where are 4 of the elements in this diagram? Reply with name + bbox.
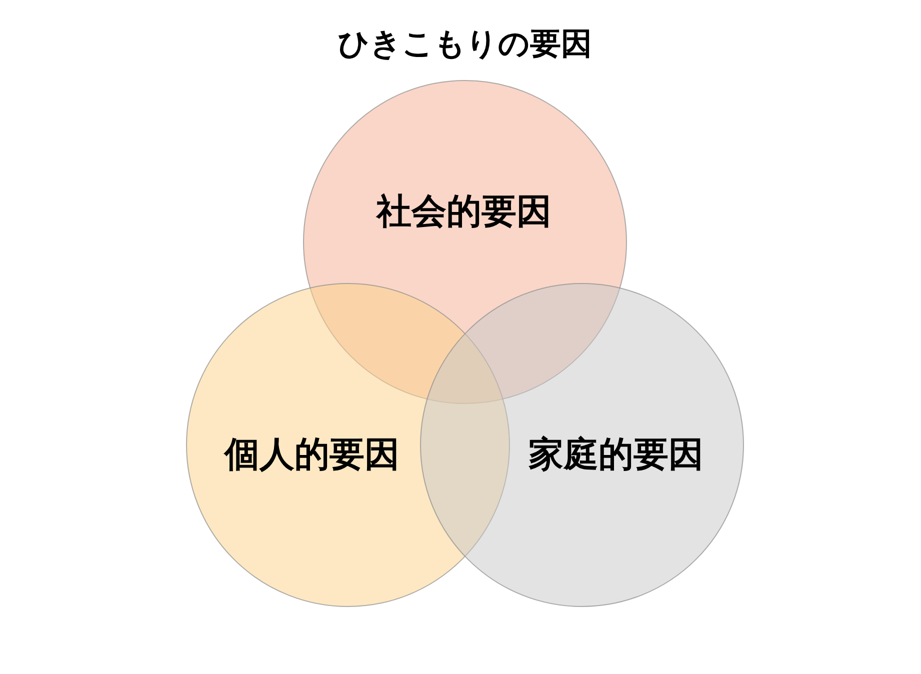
circle-label: 社会的要因 <box>376 191 552 234</box>
circle-label: 個人的要因 <box>224 434 400 477</box>
title: ひきこもりの要因 <box>337 25 593 64</box>
circle-label: 家庭的要因 <box>528 434 704 477</box>
